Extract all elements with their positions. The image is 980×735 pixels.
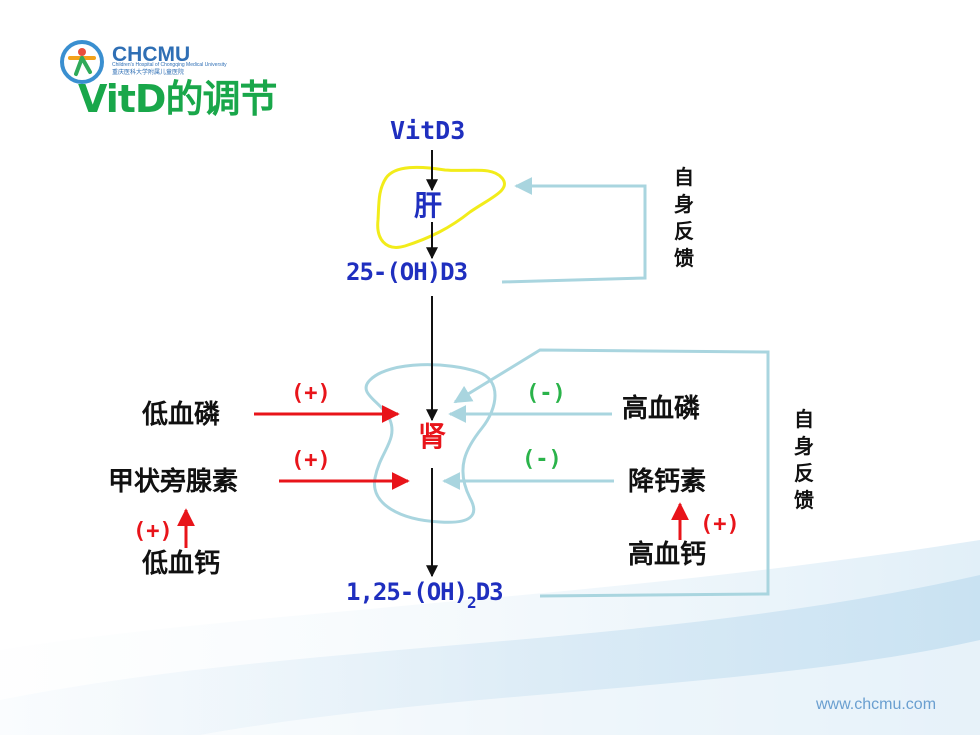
- node-vitd3: VitD3: [390, 116, 466, 145]
- logo-brand: CHCMU: [112, 43, 191, 66]
- calcitriol-subscript: 2: [467, 593, 477, 612]
- node-liver: 肝: [414, 189, 443, 222]
- factor-pth: 甲状旁腺素: [108, 467, 239, 497]
- kidney-feedback-loop: [453, 348, 770, 598]
- node-25-hydroxy-d3: 25-(OH)D3: [346, 258, 468, 286]
- feedback-label-liver: 自 身 反 馈: [672, 164, 696, 272]
- logo-subtitle-en: Children's Hospital of Chongqing Medical…: [112, 62, 227, 68]
- feedback-char: 自: [674, 165, 694, 189]
- feedback-char: 反: [794, 461, 814, 485]
- feedback-char: 身: [674, 192, 694, 216]
- background-swoosh: [200, 640, 980, 735]
- node-kidney: 肾: [418, 420, 447, 453]
- calcitriol-prefix: 1,25-(OH): [346, 578, 468, 606]
- feedback-char: 身: [794, 434, 814, 458]
- factor-low-phosphate: 低血磷: [142, 400, 221, 430]
- chcmu-logo-icon: [60, 40, 104, 84]
- page-title: VitD的调节: [78, 77, 277, 121]
- liver-feedback-loop: [501, 177, 647, 284]
- feedback-char: 自: [794, 407, 814, 431]
- sign-calcitonin: (-): [522, 447, 562, 472]
- sign-high-phosphate: (-): [526, 381, 566, 406]
- factor-high-calcium: 高血钙: [628, 540, 707, 570]
- feedback-label-kidney: 自 身 反 馈: [792, 406, 816, 514]
- logo-subtitle-cn: 重庆医科大学附属儿童医院: [112, 69, 185, 76]
- sign-low-calcium: (+): [133, 519, 173, 544]
- watermark-url: www.chcmu.com: [816, 696, 937, 713]
- kidney-shape: [364, 363, 497, 524]
- sign-low-phosphate: (+): [291, 381, 331, 406]
- feedback-char: 馈: [674, 246, 694, 270]
- node-calcitriol: 1,25-(OH)2D3: [346, 578, 504, 611]
- feedback-char: 馈: [794, 488, 814, 512]
- sign-pth: (+): [291, 448, 331, 473]
- factor-calcitonin: 降钙素: [628, 467, 707, 497]
- liver-shape: [376, 165, 506, 249]
- calcitriol-suffix: D3: [475, 578, 504, 606]
- feedback-char: 反: [674, 219, 694, 243]
- sign-high-calcium: (+): [700, 512, 740, 537]
- factor-high-phosphate: 高血磷: [622, 394, 701, 424]
- factor-low-calcium: 低血钙: [142, 549, 221, 579]
